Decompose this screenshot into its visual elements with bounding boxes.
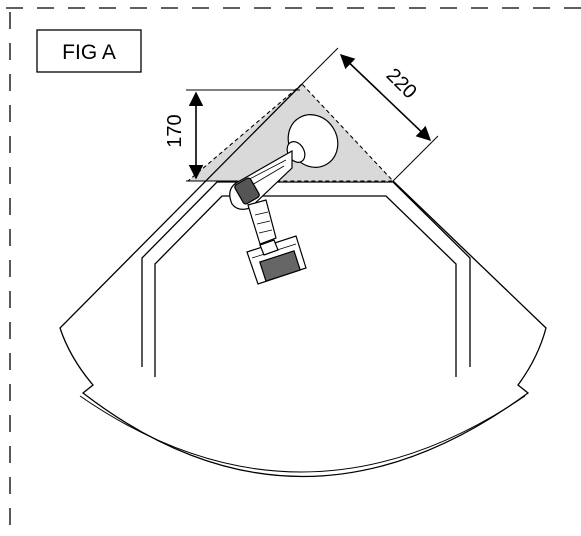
svg-text:FIG A: FIG A (62, 41, 116, 64)
cabinet-outline-inner (79, 395, 526, 473)
svg-text:220: 220 (382, 64, 421, 103)
cabinet-outline (59, 83, 547, 477)
figure-label: FIG A (36, 29, 142, 73)
dashed-frame (6, 7, 581, 536)
dimension-170: 170 (164, 89, 300, 182)
svg-text:170: 170 (164, 114, 186, 147)
inner-walls (141, 181, 471, 377)
drill-icon (229, 114, 339, 285)
